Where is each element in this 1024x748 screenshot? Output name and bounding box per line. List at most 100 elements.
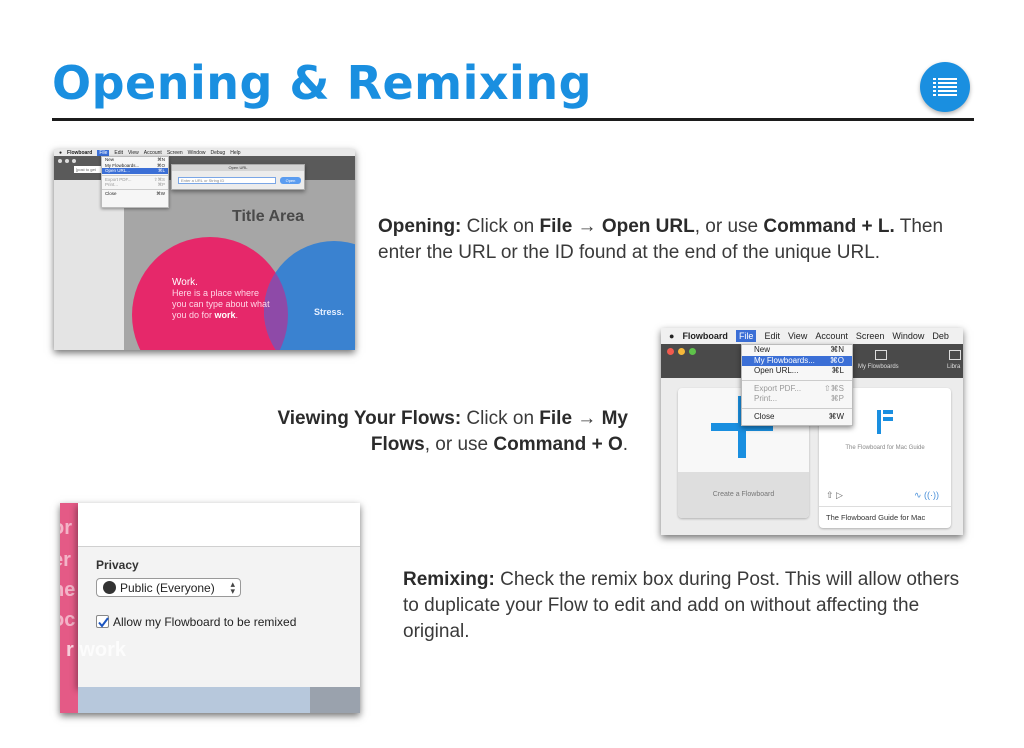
menu-bar: ● Flowboard File Edit View Account Scree… bbox=[54, 149, 355, 156]
menu-screen[interactable]: Screen bbox=[855, 331, 885, 341]
menu-item-export-pdf[interactable]: Export PDF...⇧⌘S bbox=[105, 176, 165, 182]
menu-item-my-flowboards[interactable]: My Flowboards...⌘O bbox=[105, 162, 165, 168]
menu-separator bbox=[742, 379, 852, 381]
menu-separator bbox=[102, 188, 168, 190]
panel-header bbox=[78, 503, 360, 547]
menu-debug[interactable]: Deb bbox=[932, 331, 949, 341]
share-icon[interactable]: ⇧ ▷ bbox=[826, 490, 843, 500]
opening-description: Opening: Click on File → Open URL, or us… bbox=[378, 214, 968, 266]
remixing-text: Check the remix box during Post. This wi… bbox=[403, 569, 960, 642]
viewing-shortcut: Command + O bbox=[493, 434, 623, 455]
canvas-strip-grey bbox=[310, 687, 360, 713]
menu-flowboard[interactable]: Flowboard bbox=[682, 331, 728, 341]
menu-help[interactable]: Help bbox=[230, 149, 241, 156]
window-controls[interactable] bbox=[58, 159, 76, 163]
apple-icon[interactable]: ● bbox=[669, 331, 675, 341]
arrow-icon: → bbox=[572, 216, 602, 237]
remix-screenshot: or er he oc r work Privacy Public (Every… bbox=[60, 503, 360, 713]
flowboard-logo-icon bbox=[877, 410, 893, 434]
menu-item-my-flowboards[interactable]: My Flowboards...⌘O bbox=[742, 355, 852, 366]
opening-open-url: Open URL bbox=[601, 216, 695, 237]
toolbar-my-flowboards[interactable]: My Flowboards bbox=[858, 364, 899, 370]
menu-edit[interactable]: Edit bbox=[764, 331, 780, 341]
menu-window[interactable]: Window bbox=[892, 331, 925, 341]
url-or-id-input[interactable]: Enter a URL or String ID bbox=[178, 177, 276, 184]
menu-item-close[interactable]: Close⌘W bbox=[105, 190, 165, 196]
menu-separator bbox=[102, 174, 168, 176]
remix-checkbox[interactable] bbox=[96, 615, 109, 628]
menu-separator bbox=[742, 407, 852, 409]
menu-account[interactable]: Account bbox=[815, 331, 848, 341]
viewing-text-2: , or use bbox=[424, 434, 494, 455]
canvas-title: Title Area bbox=[232, 208, 305, 225]
bg-text-fragment: r work bbox=[66, 639, 127, 661]
stress-label: Stress. bbox=[314, 307, 345, 317]
work-end: . bbox=[235, 310, 239, 320]
remixing-description: Remixing: Check the remix box during Pos… bbox=[403, 567, 963, 645]
bg-text-fragment: oc bbox=[60, 609, 76, 631]
menu-file[interactable]: File bbox=[97, 149, 110, 156]
remix-checkbox-label[interactable]: Allow my Flowboard to be remixed bbox=[113, 615, 297, 629]
menu-item-new[interactable]: New⌘N bbox=[754, 345, 844, 354]
file-menu-dropdown: New⌘N My Flowboards...⌘O Open URL...⌘L E… bbox=[741, 344, 853, 426]
library-icon[interactable] bbox=[949, 350, 961, 360]
left-pane bbox=[54, 180, 124, 350]
guide-card-text: The Flowboard for Mac Guide bbox=[845, 445, 925, 451]
menu-edit[interactable]: Edit bbox=[114, 149, 123, 156]
menu-item-print[interactable]: Print...⌘P bbox=[105, 182, 165, 187]
menu-view[interactable]: View bbox=[787, 331, 808, 341]
apple-icon[interactable]: ● bbox=[59, 149, 63, 156]
menu-item-export-pdf[interactable]: Export PDF...⇧⌘S bbox=[754, 383, 844, 393]
opening-text-2: , or use bbox=[694, 216, 764, 237]
menu-item-open-url[interactable]: Open URL...⌘L bbox=[754, 366, 844, 375]
menu-flowboard[interactable]: Flowboard bbox=[67, 149, 93, 156]
work-heading: Work. bbox=[172, 277, 198, 288]
bg-text-fragment: or bbox=[60, 517, 72, 539]
menu-account[interactable]: Account bbox=[143, 149, 162, 156]
menu-item-print[interactable]: Print...⌘P bbox=[754, 394, 844, 403]
menu-window[interactable]: Window bbox=[187, 149, 206, 156]
file-menu-dropdown: New⌘N My Flowboards...⌘O Open URL...⌘L E… bbox=[101, 156, 169, 208]
opening-shortcut: Command + L. bbox=[763, 216, 895, 237]
viewing-text-3: . bbox=[622, 434, 628, 455]
list-menu-icon[interactable] bbox=[920, 62, 970, 112]
my-flowboards-icon[interactable] bbox=[875, 350, 887, 360]
menu-debug[interactable]: Debug bbox=[210, 149, 226, 156]
list-lines-icon bbox=[933, 78, 957, 96]
guide-card[interactable]: The Flowboard for Mac Guide ⇧ ▷ ∿ ((·)) … bbox=[819, 388, 951, 528]
url-input[interactable]: [post to get bbox=[74, 166, 120, 173]
viewing-label: Viewing Your Flows: bbox=[277, 408, 462, 429]
open-url-screenshot: Title Area Work. Here is a place where y… bbox=[54, 149, 355, 350]
stats-icon[interactable]: ∿ ((·)) bbox=[914, 490, 940, 500]
globe-icon bbox=[103, 581, 116, 594]
privacy-select[interactable]: Public (Everyone) ▴▾ bbox=[96, 578, 241, 597]
dialog-title: Open URL bbox=[172, 165, 304, 171]
opening-label: Opening: bbox=[378, 216, 462, 237]
my-flowboards-screenshot: My Flowboards Libra Create a Flowboard T… bbox=[661, 328, 963, 535]
remixing-label: Remixing: bbox=[403, 569, 495, 590]
menu-item-open-url[interactable]: Open URL...⌘L bbox=[102, 168, 168, 174]
arrow-icon: → bbox=[572, 408, 602, 429]
viewing-file: File bbox=[539, 408, 573, 429]
open-url-dialog: Open URL Enter a URL or String ID Open bbox=[171, 164, 305, 190]
menu-item-new[interactable]: New⌘N bbox=[105, 157, 165, 162]
menu-file[interactable]: File bbox=[735, 330, 757, 342]
toolbar-library[interactable]: Libra bbox=[947, 364, 961, 370]
open-button[interactable]: Open bbox=[280, 177, 301, 184]
guide-title: The Flowboard Guide for Mac bbox=[826, 513, 926, 522]
menu-view[interactable]: View bbox=[128, 149, 139, 156]
viewing-description: Viewing Your Flows: Click on File → My F… bbox=[214, 406, 628, 458]
viewing-my-flows: My Flows bbox=[370, 408, 628, 455]
menu-item-close[interactable]: Close⌘W bbox=[754, 411, 844, 421]
opening-file: File bbox=[539, 216, 573, 237]
viewing-text-1: Click on bbox=[461, 408, 540, 429]
window-controls[interactable] bbox=[667, 348, 696, 355]
card-divider bbox=[819, 506, 951, 507]
menu-screen[interactable]: Screen bbox=[166, 149, 183, 156]
title-divider bbox=[52, 118, 974, 121]
updown-arrows-icon: ▴▾ bbox=[230, 579, 235, 596]
plus-icon-bar bbox=[711, 423, 773, 431]
work-text: Work. Here is a place where you can type… bbox=[172, 277, 272, 321]
privacy-label: Privacy bbox=[96, 558, 139, 572]
checkmark-icon bbox=[98, 617, 109, 628]
